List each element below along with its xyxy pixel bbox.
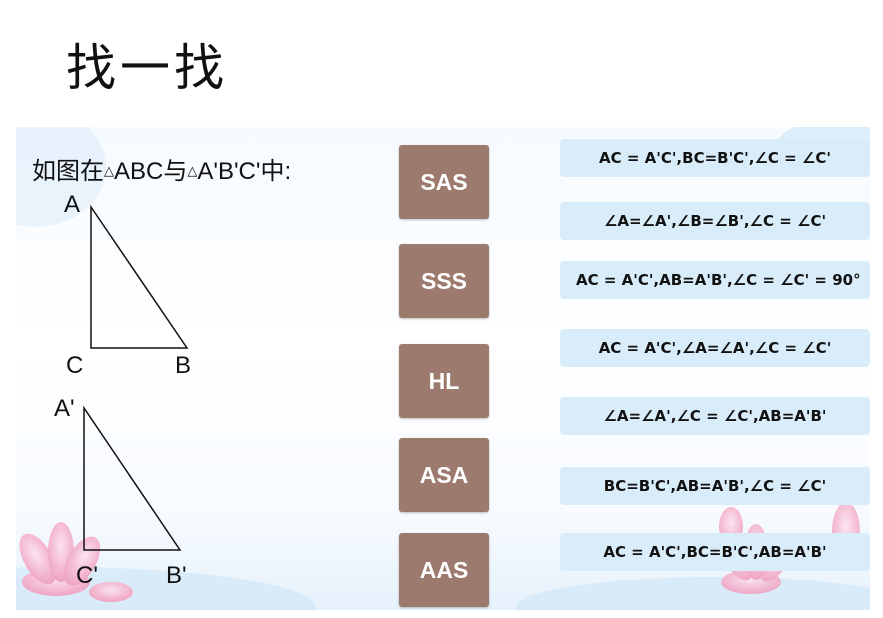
condition-option-5[interactable]: ∠A=∠A',∠C = ∠C',AB=A'B' xyxy=(560,397,870,435)
vertex-label-c: C xyxy=(66,352,84,379)
page-title: 找一找 xyxy=(66,39,228,97)
question-text: 如图在△ABC与△A'B'C'中: xyxy=(32,151,291,186)
triangle-diagram xyxy=(83,204,189,551)
triangle-symbol-icon: △ xyxy=(104,163,114,178)
criterion-button-sss[interactable]: SSS xyxy=(399,244,489,318)
criterion-button-sas[interactable]: SAS xyxy=(399,145,489,219)
question-abc: ABC与 xyxy=(114,158,188,185)
condition-option-4[interactable]: AC = A'C',∠A=∠A',∠C = ∠C' xyxy=(560,329,870,367)
question-prefix: 如图在 xyxy=(32,158,104,185)
question-abc-prime: A'B'C'中: xyxy=(197,158,292,185)
condition-option-2[interactable]: ∠A=∠A',∠B=∠B',∠C = ∠C' xyxy=(560,202,870,240)
vertex-label-b-prime: B' xyxy=(166,562,187,589)
triangle-abc xyxy=(90,204,189,349)
condition-option-7[interactable]: AC = A'C',BC=B'C',AB=A'B' xyxy=(560,533,870,571)
condition-option-3[interactable]: AC = A'C',AB=A'B',∠C = ∠C' = 90° xyxy=(560,261,870,299)
criterion-button-aas[interactable]: AAS xyxy=(399,533,489,607)
vertex-label-a: A xyxy=(64,191,81,218)
triangle-symbol-icon: △ xyxy=(187,163,198,178)
condition-option-6[interactable]: BC=B'C',AB=A'B',∠C = ∠C' xyxy=(560,467,870,505)
criterion-button-asa[interactable]: ASA xyxy=(399,438,489,512)
vertex-label-a-prime: A' xyxy=(54,395,75,422)
vertex-label-b: B xyxy=(175,352,192,379)
vertex-label-c-prime: C' xyxy=(76,562,98,589)
slide-panel: 如图在△ABC与△A'B'C'中: A C B A' C' B' SAS SSS… xyxy=(16,127,870,610)
criterion-button-hl[interactable]: HL xyxy=(399,344,489,418)
triangle-abc-prime xyxy=(83,405,182,551)
condition-option-1[interactable]: AC = A'C',BC=B'C',∠C = ∠C' xyxy=(560,139,870,177)
